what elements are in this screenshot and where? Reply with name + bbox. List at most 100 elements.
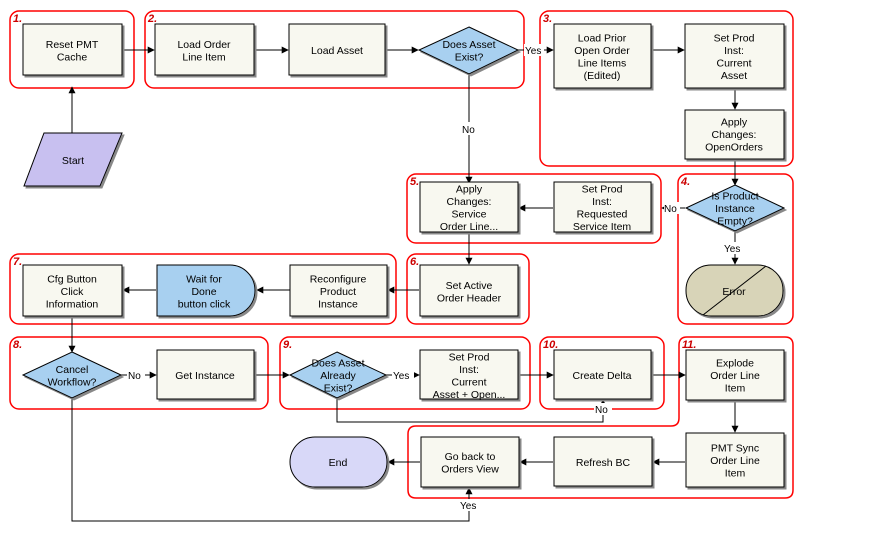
load-order-line-item-node[interactable]: [154, 23, 255, 76]
node-label-line: Get Instance: [175, 370, 235, 382]
wait-for-done-node[interactable]: [156, 264, 256, 317]
get-instance-node[interactable]: [156, 349, 255, 400]
end-node[interactable]: [289, 436, 388, 488]
node-label-line: Reset PMT: [46, 39, 99, 51]
group-number: 3.: [543, 13, 552, 25]
node-label-line: Wait for: [186, 274, 222, 286]
node-label-line: Empty?: [717, 216, 753, 228]
group-number: 10.: [543, 339, 558, 351]
load-prior-open-order-node[interactable]: [553, 23, 652, 89]
node-label-line: Order Header: [437, 292, 502, 304]
end-label: End: [329, 457, 348, 469]
edge-label-yes: Yes: [724, 244, 740, 255]
node-label-line: Cfg Button: [47, 274, 97, 286]
node-label-line: PMT Sync: [711, 443, 759, 455]
group-7-border: [9, 253, 397, 325]
cancel-workflow-node[interactable]: [21, 351, 123, 399]
node-label-line: Load Order: [177, 39, 231, 51]
edge-label-no: No: [128, 371, 141, 382]
set-prod-inst-current-open-node[interactable]: [419, 349, 519, 400]
node-label-line: Click: [61, 286, 84, 298]
node-label-line: Cache: [57, 51, 88, 63]
node-label-line: Order Line: [710, 370, 760, 382]
node-label-line: Does Asset: [311, 358, 364, 370]
get-instance-label: Get Instance: [175, 370, 235, 382]
node-label-line: Product: [320, 286, 356, 298]
group-number: 5.: [410, 176, 419, 188]
group-number: 2.: [147, 13, 157, 25]
set-prod-inst-current-asset-node[interactable]: [684, 23, 785, 89]
explode-order-line-item-node[interactable]: [685, 349, 785, 401]
group-number: 4.: [680, 176, 690, 188]
node-label-line: (Edited): [584, 70, 621, 82]
apply-changes-open-orders-node[interactable]: [684, 109, 785, 160]
node-label-line: Inst:: [724, 45, 744, 57]
edge-already-no: [336, 398, 607, 423]
set-prod-inst-requested-node[interactable]: [553, 181, 652, 233]
reset-pmt-cache-node[interactable]: [22, 23, 123, 76]
node-label-line: Set Prod: [449, 351, 490, 363]
start-label: Start: [62, 155, 84, 167]
refresh-bc-node[interactable]: [553, 436, 653, 487]
set-active-order-header-node[interactable]: [419, 264, 519, 317]
node-label-line: Changes:: [712, 129, 757, 141]
edge-label-no: No: [664, 204, 677, 215]
node-label-line: Orders View: [441, 463, 499, 475]
does-asset-exist-node[interactable]: [417, 26, 520, 75]
node-label-line: Open Order: [574, 45, 630, 57]
reconfigure-product-instance-node[interactable]: [289, 264, 388, 317]
start-node[interactable]: [23, 132, 123, 187]
node-label-line: Done: [191, 286, 216, 298]
pmt-sync-order-line-item-node[interactable]: [685, 432, 785, 488]
group-3-border: [539, 10, 794, 167]
group-6-border: [406, 253, 530, 325]
node-label-line: Service: [451, 208, 486, 220]
go-back-to-orders-view-node[interactable]: [420, 436, 520, 488]
group-borders: [9, 10, 794, 499]
refresh-bc-label: Refresh BC: [576, 457, 631, 469]
load-asset-node[interactable]: [288, 23, 386, 76]
edge-cancel-yes: [71, 398, 473, 522]
is-product-instance-empty-node[interactable]: [684, 184, 786, 232]
node-label-line: Does Asset: [442, 39, 495, 51]
does-asset-already-exist-node[interactable]: [288, 351, 388, 399]
edge-label-yes: Yes: [460, 501, 476, 512]
node-label-line: Instance: [715, 203, 755, 215]
edge-label-yes: Yes: [393, 371, 409, 382]
cfg-button-click-node[interactable]: [22, 264, 123, 317]
node-label-line: Cancel: [56, 364, 89, 376]
node-label-line: Asset + Open...: [433, 389, 506, 401]
group-number: 7.: [13, 256, 22, 268]
group-8-border: [9, 336, 269, 410]
group-number: 6.: [410, 256, 419, 268]
edge-label-no: No: [462, 125, 475, 136]
node-label-line: Current: [451, 376, 486, 388]
node-label-line: Already: [320, 370, 356, 382]
edges: [68, 46, 739, 522]
node-label-line: Order Line...: [440, 221, 498, 233]
node-label-line: Line Items: [578, 57, 626, 69]
node-label-line: Apply: [456, 183, 483, 195]
error-slash: [702, 265, 767, 316]
node-label-line: Refresh BC: [576, 457, 631, 469]
node-label-line: Error: [722, 286, 746, 298]
node-label-line: Reconfigure: [310, 274, 367, 286]
node-label-line: Create Delta: [573, 370, 632, 382]
create-delta-node[interactable]: [553, 349, 652, 400]
node-label-line: Apply: [721, 117, 748, 129]
apply-changes-service-node[interactable]: [419, 181, 519, 233]
node-label-line: Start: [62, 155, 84, 167]
node-label-line: Load Asset: [311, 45, 363, 57]
